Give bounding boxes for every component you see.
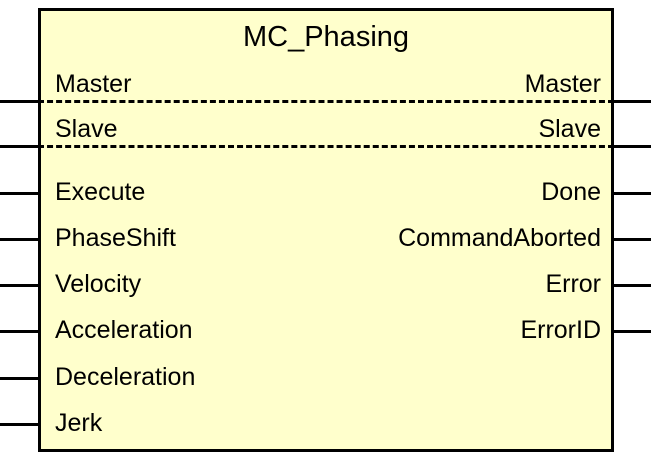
pin-input-phaseshift[interactable] bbox=[0, 238, 41, 241]
pin-output-done[interactable] bbox=[611, 192, 651, 195]
pin-inout-master-input[interactable] bbox=[0, 100, 41, 103]
input-label-execute: Execute bbox=[55, 178, 146, 206]
function-block-body bbox=[38, 8, 614, 452]
inout-label-master-left: Master bbox=[55, 70, 132, 98]
output-label-error: Error bbox=[545, 270, 601, 298]
input-label-jerk: Jerk bbox=[55, 409, 103, 437]
input-label-acceleration: Acceleration bbox=[55, 316, 193, 344]
inout-label-master-right: Master bbox=[524, 70, 601, 98]
inout-separator-slave bbox=[38, 145, 614, 148]
input-label-phaseshift: PhaseShift bbox=[55, 224, 176, 252]
pin-input-jerk[interactable] bbox=[0, 423, 41, 426]
inout-label-slave-right: Slave bbox=[538, 115, 601, 143]
pin-output-errorid[interactable] bbox=[611, 330, 651, 333]
pin-input-execute[interactable] bbox=[0, 192, 41, 195]
pin-input-acceleration[interactable] bbox=[0, 330, 41, 333]
pin-inout-slave-output[interactable] bbox=[611, 145, 651, 148]
pin-input-deceleration[interactable] bbox=[0, 377, 41, 380]
pin-output-error[interactable] bbox=[611, 284, 651, 287]
input-label-velocity: Velocity bbox=[55, 270, 142, 298]
inout-label-slave-left: Slave bbox=[55, 115, 118, 143]
pin-inout-slave-input[interactable] bbox=[0, 145, 41, 148]
output-label-commandaborted: CommandAborted bbox=[398, 224, 601, 252]
pin-input-velocity[interactable] bbox=[0, 284, 41, 287]
pin-inout-master-output[interactable] bbox=[611, 100, 651, 103]
function-block-title: MC_Phasing bbox=[242, 21, 410, 53]
pin-output-commandaborted[interactable] bbox=[611, 238, 651, 241]
input-label-deceleration: Deceleration bbox=[55, 363, 196, 391]
inout-separator-master bbox=[38, 100, 614, 103]
output-label-errorid: ErrorID bbox=[520, 316, 601, 344]
output-label-done: Done bbox=[541, 178, 601, 206]
